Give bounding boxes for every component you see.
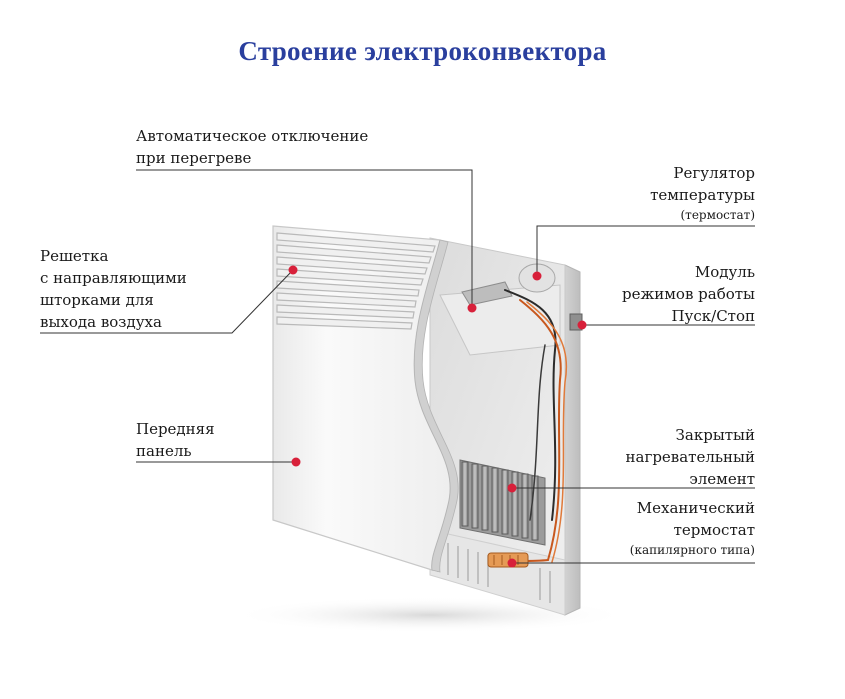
air-grille bbox=[276, 232, 436, 330]
label-heating-element-line-1: Закрытый bbox=[675, 426, 755, 444]
label-grille-line-2: с направляющими bbox=[40, 269, 187, 287]
label-temp-regulator-line-1: Регулятор bbox=[673, 164, 755, 182]
label-grille: Решетка с направляющими шторками для вых… bbox=[40, 245, 187, 333]
label-mode-module-line-1: Модуль bbox=[694, 263, 755, 281]
label-mech-thermostat-line-1: Механический bbox=[636, 499, 755, 517]
label-grille-line-1: Решетка bbox=[40, 247, 109, 265]
heating-element bbox=[459, 459, 546, 546]
wiring bbox=[489, 289, 568, 563]
marker-grille bbox=[288, 265, 298, 275]
floor-shadow bbox=[230, 597, 630, 633]
label-heating-element-line-2: нагревательный bbox=[625, 448, 755, 466]
label-heating-element: Закрытый нагревательный элемент bbox=[626, 424, 755, 490]
label-front-panel-line-2: панель bbox=[136, 442, 192, 460]
label-heating-element-line-3: элемент bbox=[689, 470, 755, 488]
page-title: Строение электроконвектора bbox=[238, 36, 607, 66]
label-mode-module: Модуль режимов работы Пуск/Стоп bbox=[622, 261, 755, 327]
label-grille-line-3: шторками для bbox=[40, 291, 154, 309]
label-overheat: Автоматическое отключение при перегреве bbox=[136, 125, 368, 169]
label-temp-regulator-line-2: температуры bbox=[650, 186, 755, 204]
label-temp-regulator-note: (термостат) bbox=[680, 208, 756, 222]
label-front-panel-line-1: Передняя bbox=[136, 420, 215, 438]
leader-temp-regulator bbox=[536, 225, 755, 276]
label-grille-line-4: выхода воздуха bbox=[40, 313, 162, 331]
marker-mech-thermostat bbox=[507, 558, 517, 568]
leader-overheat bbox=[136, 169, 473, 308]
label-mech-thermostat-line-2: термостат bbox=[673, 521, 755, 539]
marker-heating-element bbox=[507, 483, 517, 493]
markers bbox=[288, 265, 587, 568]
marker-overheat bbox=[467, 303, 477, 313]
label-mech-thermostat-note: (капилярного типа) bbox=[629, 543, 755, 557]
label-mech-thermostat: Механический термостат (капилярного типа… bbox=[630, 497, 755, 559]
label-overheat-line-2: при перегреве bbox=[136, 149, 252, 167]
overheat-sensor bbox=[461, 281, 513, 306]
label-temp-regulator: Регулятор температуры (термостат) bbox=[650, 162, 755, 224]
label-front-panel: Передняя панель bbox=[136, 418, 215, 462]
cutaway-edge bbox=[413, 239, 459, 573]
label-mode-module-line-2: режимов работы bbox=[621, 285, 755, 303]
marker-front-panel bbox=[291, 457, 301, 467]
leader-grille bbox=[40, 269, 294, 334]
marker-mode-module bbox=[577, 320, 587, 330]
leader-lines bbox=[40, 169, 755, 564]
label-overheat-line-1: Автоматическое отключение bbox=[136, 127, 369, 145]
label-mode-module-line-3: Пуск/Стоп bbox=[671, 307, 755, 325]
marker-temp-regulator bbox=[532, 271, 542, 281]
